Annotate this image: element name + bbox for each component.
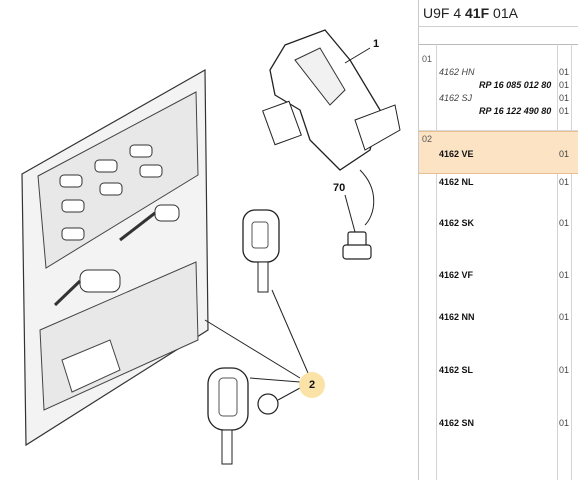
- header-code-part3: 01A: [493, 5, 518, 21]
- selected-row-highlight: [419, 131, 578, 174]
- part-ref[interactable]: 4162 NL: [439, 177, 474, 187]
- part-qty: 01: [559, 218, 570, 228]
- part-qty: 01: [559, 106, 570, 116]
- remote-key-icon: [207, 367, 249, 465]
- parts-diagram: 1 70 2: [21, 29, 401, 465]
- part-ref[interactable]: 4162 VE: [439, 149, 474, 159]
- part-qty: 01: [559, 67, 570, 77]
- part-qty: 01: [559, 177, 570, 187]
- part-qty: 01: [559, 270, 570, 280]
- cap-icon: [257, 393, 279, 415]
- part-ref[interactable]: 4162 VF: [439, 270, 474, 280]
- part-qty: 01: [559, 365, 570, 375]
- callout-70[interactable]: 70: [333, 182, 346, 194]
- screw-icon: [342, 231, 372, 260]
- part-ref[interactable]: 4162 SK: [439, 218, 475, 228]
- diagram-code-header: U9F 4 41F 01A: [419, 0, 578, 27]
- part-qty: 01: [559, 149, 570, 159]
- group-index-01: 01: [422, 54, 433, 64]
- part-ref[interactable]: 4162 NN: [439, 312, 475, 322]
- ignition-switch-icon: [262, 29, 401, 171]
- remote-key-tray-icon: [79, 269, 121, 293]
- part-ref[interactable]: 4162 HN: [439, 67, 475, 77]
- part-number[interactable]: RP 16 122 490 80: [479, 106, 552, 116]
- key-set-tray-top: [37, 91, 199, 269]
- callout-2[interactable]: 2: [299, 372, 325, 398]
- part-qty: 01: [559, 312, 570, 322]
- remote-key-small-icon: [154, 204, 180, 222]
- group-index-02: 02: [422, 134, 433, 144]
- key-blade-icon: [242, 209, 280, 293]
- part-ref[interactable]: 4162 SL: [439, 365, 474, 375]
- exploded-view-drawing: [21, 29, 401, 465]
- part-ref[interactable]: 4162 SJ: [439, 93, 473, 103]
- part-number[interactable]: RP 16 085 012 80: [479, 80, 552, 90]
- part-ref[interactable]: 4162 SN: [439, 418, 475, 428]
- header-code-part2: 41F: [465, 5, 490, 21]
- header-code-part1: U9F 4: [423, 5, 462, 21]
- part-qty: 01: [559, 80, 570, 90]
- parts-list-panel: U9F 4 41F 01A 01 02 4162 HN 01 RP 16 085…: [418, 0, 578, 480]
- part-qty: 01: [559, 93, 570, 103]
- lock-cylinders-group: [59, 144, 163, 241]
- callout-1[interactable]: 1: [373, 38, 380, 50]
- part-qty: 01: [559, 418, 570, 428]
